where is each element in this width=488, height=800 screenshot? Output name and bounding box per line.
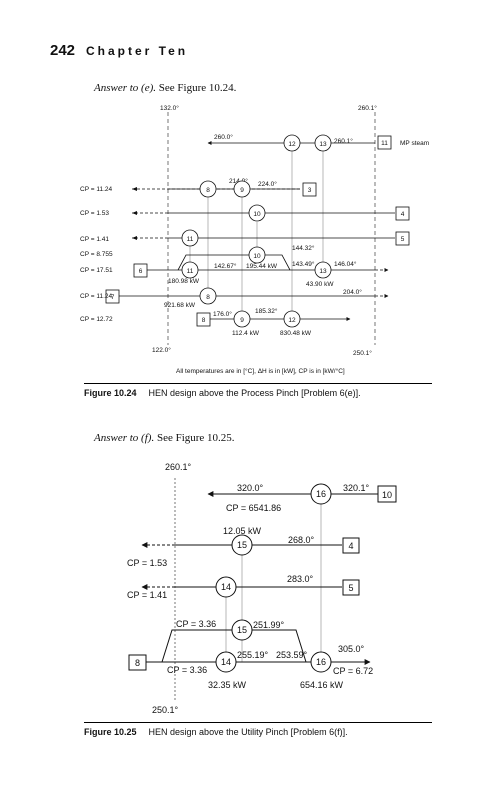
f25-temp-255: 255.19° (237, 650, 269, 660)
answer-e: Answer to (e). See Figure 10.24. (94, 82, 236, 94)
temp-260-1: 260.1° (334, 137, 353, 145)
temp-top-right: 260.1° (358, 104, 377, 112)
f25-temp-320-1: 320.1° (343, 483, 370, 493)
caption-10-24: Figure 10.24 HEN design above the Process… (84, 388, 361, 398)
f25-duty-12: 12.05 kW (223, 526, 262, 536)
f25-temp-top: 260.1° (165, 462, 192, 472)
exchanger-9-b: 9 (240, 317, 244, 324)
f25-cp-3-36-bot: CP = 3.36 (167, 665, 207, 675)
f25-exchanger-14-a: 14 (221, 582, 231, 592)
units-footnote: All temperatures are in [°C], ΔH is in [… (176, 367, 345, 375)
f25-exchanger-15-b: 15 (237, 625, 247, 635)
f25-temp-320: 320.0° (237, 483, 264, 493)
f25-cp-6541: CP = 6541.86 (226, 503, 281, 513)
exchanger-11-b: 11 (187, 268, 194, 275)
f25-cp-6-72: CP = 6.72 (333, 666, 373, 676)
exchanger-12-b: 12 (288, 317, 296, 324)
temp-260: 260.0° (214, 133, 233, 141)
caption-text-24: HEN design above the Process Pinch [Prob… (148, 388, 361, 398)
f25-exchanger-14-b: 14 (221, 657, 231, 667)
f25-cp-3-36-top: CP = 3.36 (176, 619, 216, 629)
duty-195: 195.44 kW (246, 263, 278, 270)
temp-176: 176.0° (213, 310, 232, 318)
stream-box-3: 3 (308, 187, 312, 194)
temp-143: 143.49° (292, 260, 315, 268)
caption-rule-24 (84, 383, 432, 384)
caption-text-25: HEN design above the Utility Pinch [Prob… (148, 727, 348, 737)
cp-1-41: CP = 1.41 (80, 236, 109, 243)
temp-142: 142.67° (214, 262, 237, 270)
f25-temp-bottom: 250.1° (152, 705, 179, 715)
f25-cp-1-53: CP = 1.53 (127, 558, 167, 568)
temp-146: 146.04° (334, 260, 357, 268)
f25-stream-box-10: 10 (382, 490, 392, 500)
answer-f: Answer to (f). See Figure 10.25. (94, 432, 235, 444)
temp-224: 224.0° (258, 180, 277, 188)
duty-830: 830.48 kW (280, 330, 312, 337)
f25-temp-305: 305.0° (338, 644, 365, 654)
answer-f-see: See Figure 10.25. (156, 432, 235, 444)
f25-cp-1-41: CP = 1.41 (127, 590, 167, 600)
temp-204: 204.0° (343, 288, 362, 296)
caption-rule-25 (84, 722, 432, 723)
page-number: 242 (50, 42, 76, 59)
temp-185: 185.32° (255, 307, 278, 315)
cp-11-24-b: CP = 11.24 (80, 293, 112, 300)
stream-box-8: 8 (202, 317, 206, 324)
stream-box-4: 4 (401, 211, 405, 218)
cp-1-53: CP = 1.53 (80, 210, 109, 217)
exchanger-10-a: 10 (253, 211, 261, 218)
answer-e-see: See Figure 10.24. (158, 82, 237, 94)
temp-bottom-left: 122.0° (152, 346, 171, 354)
f25-temp-283: 283.0° (287, 574, 314, 584)
f25-stream-box-8: 8 (135, 658, 140, 668)
f25-temp-253: 253.59° (276, 650, 308, 660)
answer-f-text: Answer to (f). (94, 432, 155, 444)
duty-921: 921.68 kW (164, 302, 196, 309)
temp-144: 144.32° (292, 244, 315, 252)
exchanger-11-a: 11 (187, 236, 194, 243)
cp-17-51: CP = 17.51 (80, 267, 113, 274)
caption-10-25: Figure 10.25 HEN design above the Utility… (84, 727, 348, 737)
stream-box-5: 5 (401, 236, 405, 243)
exchanger-8-b: 8 (206, 294, 210, 301)
duty-43: 43.90 kW (306, 281, 334, 288)
f25-temp-251: 251.99° (253, 620, 285, 630)
exchanger-8-a: 8 (206, 187, 210, 194)
stream-box-6: 6 (139, 268, 143, 275)
exchanger-13-a: 13 (319, 141, 327, 148)
cp-12-72: CP = 12.72 (80, 316, 113, 323)
f25-exchanger-16-b: 16 (316, 657, 326, 667)
f25-exchanger-16-a: 16 (316, 489, 326, 499)
caption-label-24: Figure 10.24 (84, 388, 137, 398)
mp-steam-label: MP steam (400, 140, 429, 147)
f25-exchanger-15-a: 15 (237, 540, 247, 550)
stream-box-7: 7 (111, 294, 115, 301)
exchanger-13-b: 13 (319, 268, 327, 275)
cp-8-755: CP = 8.755 (80, 251, 113, 258)
f25-duty-654: 654.16 kW (300, 680, 344, 690)
duty-112: 112.4 kW (232, 330, 260, 337)
f25-temp-268: 268.0° (288, 535, 315, 545)
temp-top-left: 132.0° (160, 104, 179, 112)
stream-box-11: 11 (381, 140, 388, 147)
f25-duty-32: 32.35 kW (208, 680, 247, 690)
answer-e-text: Answer to (e). (94, 82, 157, 94)
temp-bottom-right: 250.1° (353, 349, 372, 357)
exchanger-10-b: 10 (253, 253, 261, 260)
exchanger-9-a: 9 (240, 187, 244, 194)
exchanger-12-a: 12 (288, 141, 296, 148)
cp-11-24-a: CP = 11.24 (80, 186, 112, 193)
duty-180: 180.98 kW (168, 278, 200, 285)
temp-214: 214.0° (229, 177, 248, 185)
f25-stream-box-5: 5 (348, 583, 353, 593)
caption-label-25: Figure 10.25 (84, 727, 137, 737)
chapter-title: Chapter Ten (86, 44, 189, 58)
f25-stream-box-4: 4 (348, 541, 353, 551)
